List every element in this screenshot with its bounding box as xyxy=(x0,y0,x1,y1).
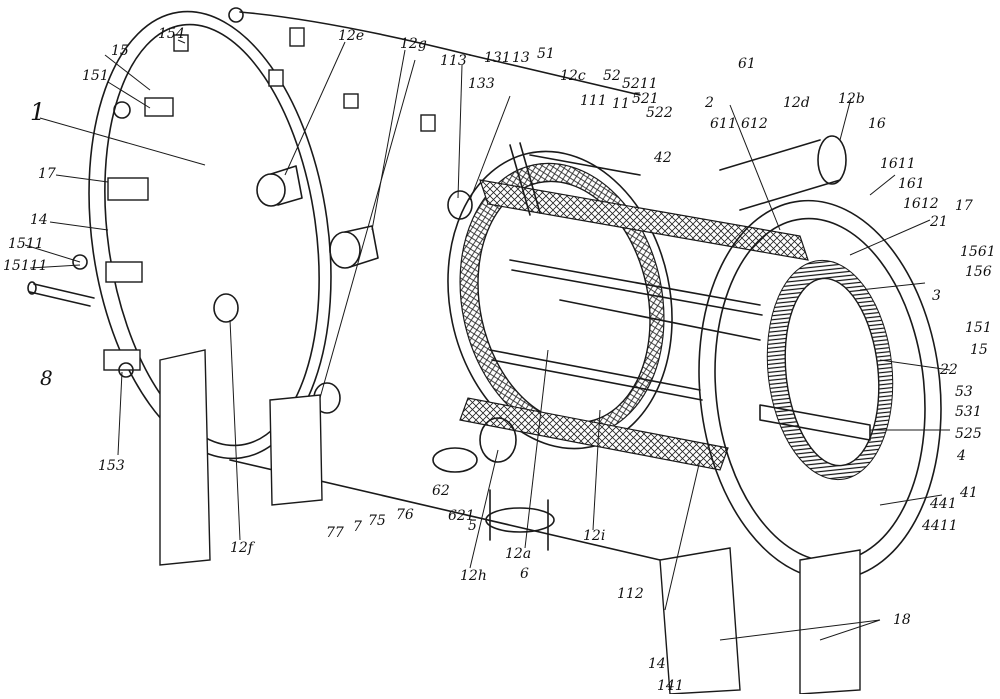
clamp-block xyxy=(105,261,143,283)
label-6: 6 xyxy=(520,566,529,582)
label-111: 111 xyxy=(580,93,607,109)
label-8: 8 xyxy=(40,366,53,390)
nozzle xyxy=(343,93,359,109)
label-17-right: 17 xyxy=(955,198,973,214)
handwheel-icon xyxy=(118,362,134,378)
label-5211: 5211 xyxy=(622,76,658,92)
label-522: 522 xyxy=(646,105,673,121)
label-17: 17 xyxy=(38,166,56,182)
label-4: 4 xyxy=(956,448,966,464)
label-21: 21 xyxy=(929,214,948,230)
flange-12e xyxy=(256,173,286,207)
label-131: 131 xyxy=(484,50,511,66)
label-41: 41 xyxy=(959,485,978,501)
nozzle xyxy=(420,114,436,132)
label-18: 18 xyxy=(893,612,911,628)
label-151: 151 xyxy=(82,68,109,84)
label-7: 7 xyxy=(353,519,362,535)
flange-12g xyxy=(329,231,361,269)
label-441: 441 xyxy=(929,496,957,512)
label-154: 154 xyxy=(158,26,185,42)
label-1561: 1561 xyxy=(960,244,996,260)
label-153: 153 xyxy=(98,458,125,474)
handwheel-icon xyxy=(228,7,244,23)
door-end-cover xyxy=(27,7,661,561)
label-12f: 12f xyxy=(230,540,256,556)
label-75: 75 xyxy=(368,513,386,529)
label-15111: 15111 xyxy=(3,258,48,274)
label-113: 113 xyxy=(440,53,467,69)
clamp-block xyxy=(144,97,174,117)
label-521: 521 xyxy=(632,91,659,107)
handwheel-icon xyxy=(113,101,131,119)
label-12d: 12d xyxy=(783,95,810,111)
label-12h: 12h xyxy=(460,568,487,584)
label-1: 1 xyxy=(30,98,45,126)
part-labels: 154 15 151 1 17 14 1511 15111 8 153 12e … xyxy=(3,26,996,694)
label-1611: 1611 xyxy=(880,156,916,172)
label-612: 612 xyxy=(741,116,768,132)
label-3: 3 xyxy=(932,288,941,304)
label-1511: 1511 xyxy=(8,236,44,252)
label-11: 11 xyxy=(612,96,630,112)
label-141: 141 xyxy=(657,678,684,694)
label-156: 156 xyxy=(965,264,992,280)
label-151-right: 151 xyxy=(965,320,992,336)
label-2: 2 xyxy=(704,95,714,111)
label-77: 77 xyxy=(326,525,344,541)
label-15-right: 15 xyxy=(970,342,988,358)
label-13: 13 xyxy=(512,50,530,66)
clamp-block xyxy=(107,177,149,201)
label-52: 52 xyxy=(603,68,621,84)
label-53: 53 xyxy=(955,384,973,400)
label-14-bottom: 14 xyxy=(648,656,666,672)
label-621: 621 xyxy=(448,508,475,524)
nozzle xyxy=(268,69,284,87)
label-62: 62 xyxy=(432,483,450,499)
label-12e: 12e xyxy=(338,28,364,44)
label-5: 5 xyxy=(468,518,477,534)
label-12a: 12a xyxy=(505,546,531,562)
flange-12f xyxy=(213,293,239,323)
label-14: 14 xyxy=(30,212,48,228)
label-51: 51 xyxy=(537,46,555,62)
label-112: 112 xyxy=(617,586,644,602)
furnace-shell xyxy=(213,54,641,414)
label-12c: 12c xyxy=(560,68,586,84)
label-133: 133 xyxy=(468,76,495,92)
label-61: 61 xyxy=(738,56,756,72)
label-15: 15 xyxy=(111,43,129,59)
label-1612: 1612 xyxy=(903,196,939,212)
label-525: 525 xyxy=(955,426,982,442)
label-22: 22 xyxy=(939,362,958,378)
label-12g: 12g xyxy=(400,36,427,52)
label-12b: 12b xyxy=(838,91,865,107)
label-42: 42 xyxy=(653,150,672,166)
label-76: 76 xyxy=(396,507,414,523)
leader-lines xyxy=(24,39,951,641)
label-16: 16 xyxy=(868,116,886,132)
label-531: 531 xyxy=(955,404,982,420)
handwheel-icon xyxy=(72,254,88,270)
chamber-cutaway xyxy=(432,135,942,581)
clamp-block xyxy=(103,349,141,371)
support-legs xyxy=(159,349,861,695)
label-161: 161 xyxy=(898,176,925,192)
label-611: 611 xyxy=(710,116,737,132)
label-4411: 4411 xyxy=(921,518,958,534)
label-12i: 12i xyxy=(583,528,605,544)
